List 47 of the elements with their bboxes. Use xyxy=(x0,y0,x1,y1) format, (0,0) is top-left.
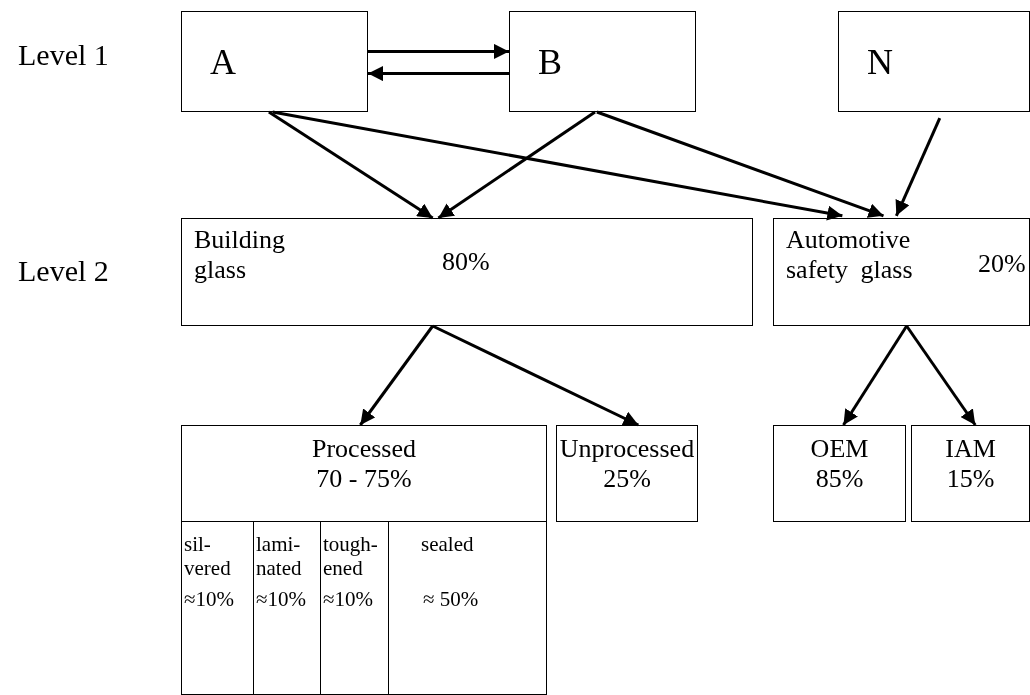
category-box xyxy=(773,425,906,522)
percentage-label: 85% xyxy=(815,463,864,494)
node-label: B xyxy=(538,43,562,80)
category-box xyxy=(181,425,547,522)
arrow xyxy=(895,117,942,217)
arrow xyxy=(905,325,977,426)
node-label: Automotive safety glass xyxy=(786,225,914,286)
category-box xyxy=(773,218,1030,326)
percentage-label: ≈ 50% xyxy=(423,587,479,612)
node-label: Processed xyxy=(312,434,416,464)
cell-label: tough- ened xyxy=(323,532,379,581)
arrow xyxy=(437,110,596,220)
percentage-label: 15% xyxy=(946,463,995,494)
category-box xyxy=(911,425,1030,522)
level-label: Level 2 xyxy=(18,254,109,288)
category-box xyxy=(181,11,368,112)
percentage-label: 20% xyxy=(978,249,1026,280)
cell-label: sil- vered xyxy=(184,532,232,581)
arrow xyxy=(596,110,884,218)
category-box xyxy=(181,218,753,326)
node-label: A xyxy=(210,43,236,80)
node-label: N xyxy=(867,43,893,80)
node-label: Unprocessed xyxy=(559,434,695,464)
table-column xyxy=(388,521,547,695)
arrow xyxy=(268,110,434,220)
category-box xyxy=(838,11,1030,112)
table-column xyxy=(181,521,254,695)
arrow xyxy=(432,324,639,427)
arrow xyxy=(368,66,509,82)
category-box xyxy=(556,425,698,522)
level-label: Level 1 xyxy=(18,38,109,72)
percentage-label: ≈10% xyxy=(184,587,235,612)
category-box xyxy=(509,11,696,112)
arrow xyxy=(368,43,509,59)
arrow xyxy=(842,325,908,426)
node-label: OEM xyxy=(810,434,869,464)
percentage-label: 80% xyxy=(442,247,490,278)
percentage-label: ≈10% xyxy=(323,587,374,612)
node-label: Building glass xyxy=(194,225,286,286)
node-label: IAM xyxy=(945,434,996,464)
cell-label: sealed xyxy=(420,532,475,557)
arrow xyxy=(359,325,434,426)
percentage-label: 25% xyxy=(603,463,651,494)
percentage-label: ≈10% xyxy=(256,587,307,612)
percentage-label: 70 - 75% xyxy=(316,463,412,494)
cell-label: lami- nated xyxy=(256,532,303,581)
arrow xyxy=(272,110,843,221)
